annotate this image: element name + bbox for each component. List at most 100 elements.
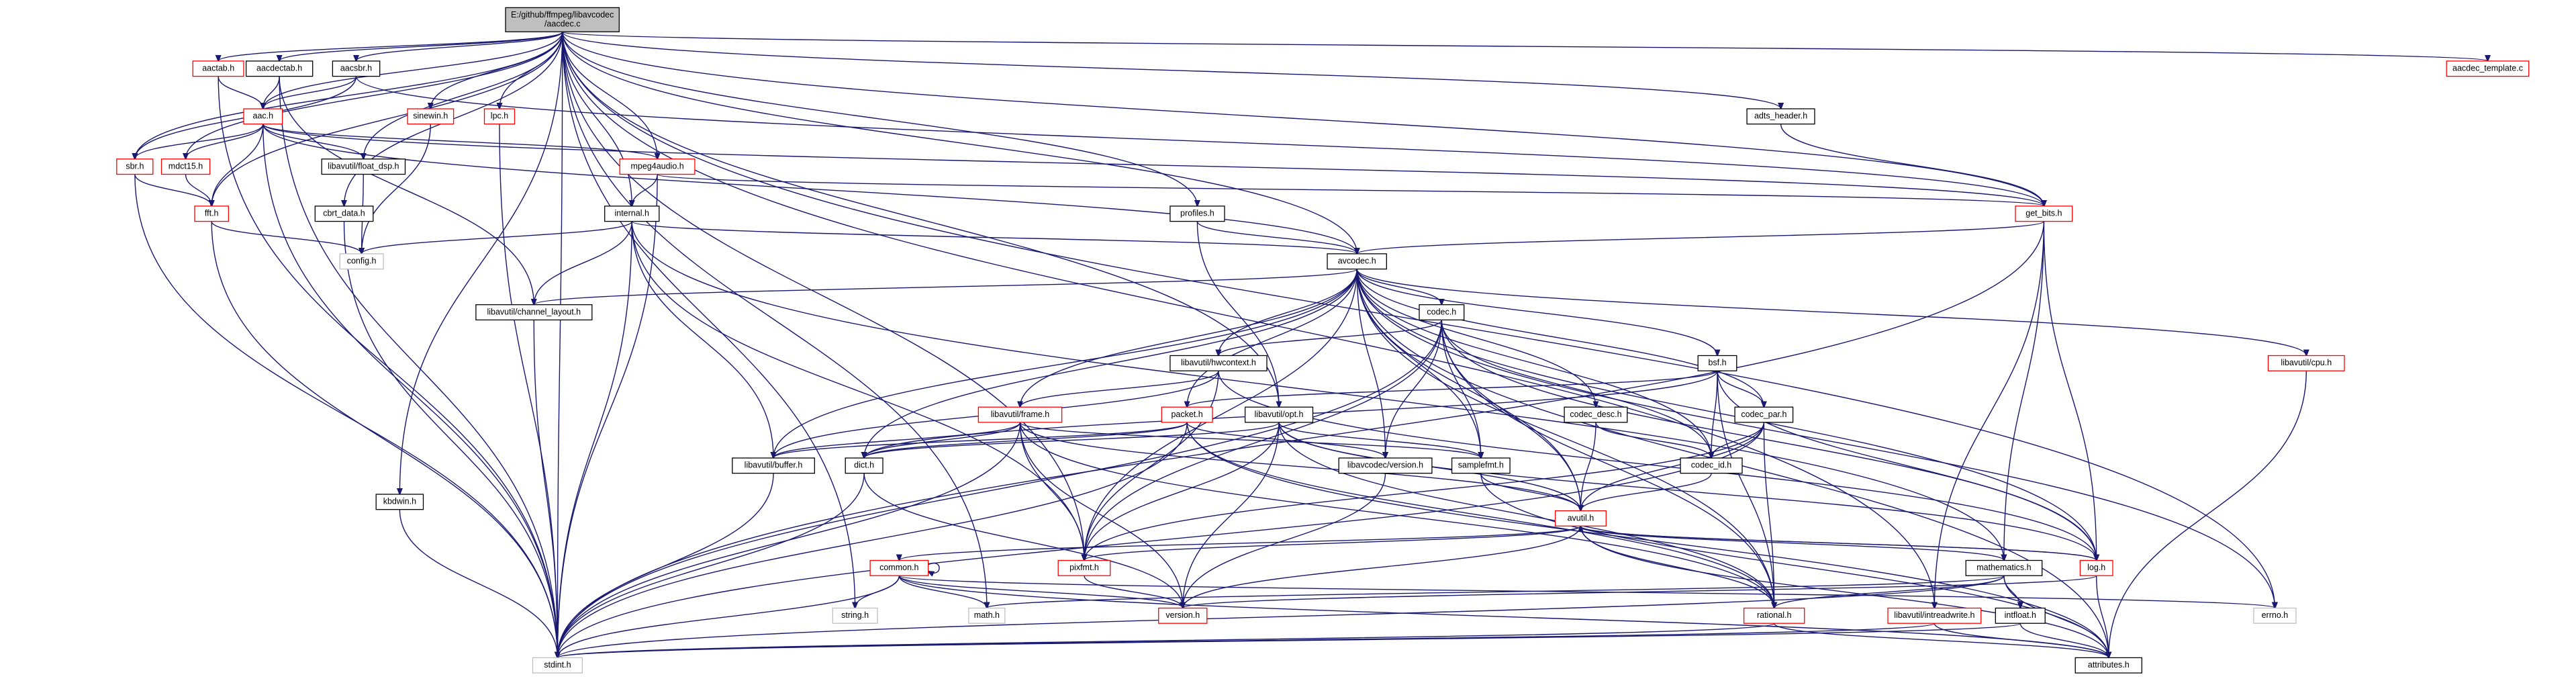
edge-packet-to-rational	[1186, 422, 1774, 608]
node-samplefmt[interactable]: samplefmt.h	[1451, 457, 1511, 474]
node-pixfmt[interactable]: pixfmt.h	[1057, 559, 1111, 576]
node-avcodec_version[interactable]: libavcodec/version.h	[1338, 457, 1433, 474]
node-intreadwrite[interactable]: libavutil/intreadwrite.h	[1887, 607, 1982, 624]
node-label-rational-0: rational.h	[1757, 610, 1791, 620]
node-box-intfloat	[1995, 607, 2046, 624]
node-packet[interactable]: packet.h	[1161, 406, 1213, 423]
edge-cbrt_data-to-stdint	[343, 221, 558, 658]
edge-aacsbr-to-get_bits	[355, 76, 2044, 206]
node-adts_header[interactable]: adts_header.h	[1746, 108, 1815, 125]
edge-avcodec-to-packet	[1187, 269, 1357, 408]
node-label-aacdec_template-0: aacdec_template.c	[2452, 64, 2523, 73]
edge-samplefmt-to-avutil	[1480, 473, 1581, 511]
edge-bsf-to-rational	[1717, 371, 1774, 608]
node-box-fft	[194, 205, 230, 222]
node-box-frame	[977, 406, 1063, 423]
node-label-dict-0: dict.h	[854, 461, 874, 470]
node-box-attributes	[2074, 657, 2142, 674]
edge-log-to-version	[1183, 575, 2097, 608]
node-intfloat[interactable]: intfloat.h	[1995, 607, 2046, 624]
node-label-math-0: math.h	[974, 610, 1000, 620]
node-box-mathematics	[1965, 559, 2043, 576]
node-string[interactable]: string.h	[832, 607, 878, 624]
edge-intfloat-to-attributes	[2019, 623, 2109, 657]
edge-avcodec-to-log	[1356, 269, 2097, 561]
node-sbr[interactable]: sbr.h	[116, 158, 154, 175]
node-config[interactable]: config.h	[339, 253, 384, 270]
node-cpu[interactable]: libavutil/cpu.h	[2267, 355, 2345, 371]
node-aac[interactable]: aac.h	[243, 108, 283, 125]
node-codec_par[interactable]: codec_par.h	[1734, 406, 1794, 423]
edge-adts_header-to-get_bits	[1780, 124, 2044, 206]
node-codec_id[interactable]: codec_id.h	[1680, 457, 1743, 474]
node-cbrt_data[interactable]: cbrt_data.h	[314, 205, 374, 222]
node-aactab[interactable]: aactab.h	[192, 60, 244, 77]
node-aacdectab[interactable]: aacdectab.h	[245, 60, 314, 77]
edge-root-to-fft	[211, 32, 563, 206]
edge-internal-to-avcodec	[631, 220, 1357, 254]
edge-get_bits-to-avcodec	[1357, 220, 2045, 254]
node-errno[interactable]: errno.h	[2253, 607, 2297, 624]
node-log[interactable]: log.h	[2079, 559, 2113, 576]
node-codec_desc[interactable]: codec_desc.h	[1564, 406, 1628, 423]
edge-internal-to-stdint	[557, 221, 632, 658]
node-stdint[interactable]: stdint.h	[532, 657, 583, 674]
edge-packet-to-stdint	[557, 422, 1188, 657]
node-internal[interactable]: internal.h	[604, 205, 660, 222]
node-dict[interactable]: dict.h	[845, 457, 884, 474]
edge-fft-to-config	[211, 221, 361, 254]
node-common[interactable]: common.h	[869, 559, 929, 576]
edge-avcodec-to-avcodec_version	[1356, 269, 1385, 458]
node-aacdec_template[interactable]: aacdec_template.c	[2446, 60, 2530, 77]
edge-avutil-to-pixfmt	[1084, 525, 1582, 560]
edge-dict-to-version	[863, 473, 1183, 608]
node-root[interactable]: E:/github/ffmpeg/libavcodec/aacdec.c	[505, 7, 620, 33]
node-mpeg4audio[interactable]: mpeg4audio.h	[619, 158, 696, 175]
edge-aactab-to-aac	[218, 76, 263, 109]
node-label-channel_layout-0: libavutil/channel_layout.h	[487, 307, 581, 316]
node-hwcontext[interactable]: libavutil/hwcontext.h	[1170, 355, 1268, 371]
node-kbdwin[interactable]: kbdwin.h	[375, 494, 424, 510]
node-label-buffer-0: libavutil/buffer.h	[745, 461, 803, 470]
node-opt[interactable]: libavutil/opt.h	[1244, 406, 1314, 423]
node-version[interactable]: version.h	[1158, 607, 1208, 624]
node-label-profiles-0: profiles.h	[1180, 209, 1214, 218]
node-sinewin[interactable]: sinewin.h	[407, 108, 455, 125]
node-mdct15[interactable]: mdct15.h	[160, 158, 211, 175]
node-profiles[interactable]: profiles.h	[1170, 205, 1225, 222]
node-codec[interactable]: codec.h	[1419, 304, 1465, 321]
node-bsf[interactable]: bsf.h	[1697, 355, 1737, 371]
node-label-adts_header-0: adts_header.h	[1754, 111, 1807, 121]
edge-codec-to-stdint	[557, 320, 1442, 658]
node-math[interactable]: math.h	[968, 607, 1006, 624]
node-label-float_dsp-0: libavutil/float_dsp.h	[328, 161, 399, 171]
edge-root-to-opt	[562, 32, 1279, 407]
node-lpc[interactable]: lpc.h	[483, 108, 516, 125]
edge-aac-to-mpeg4audio	[263, 124, 657, 159]
node-channel_layout[interactable]: libavutil/channel_layout.h	[475, 304, 593, 321]
node-box-config	[339, 253, 384, 270]
node-box-sinewin	[407, 108, 455, 125]
node-float_dsp[interactable]: libavutil/float_dsp.h	[321, 158, 406, 175]
node-frame[interactable]: libavutil/frame.h	[977, 406, 1063, 423]
edge-internal-to-config	[362, 220, 632, 254]
node-box-dict	[845, 457, 884, 474]
node-box-codec	[1419, 304, 1465, 321]
node-rational[interactable]: rational.h	[1743, 607, 1805, 624]
node-box-string	[832, 607, 878, 624]
node-get_bits[interactable]: get_bits.h	[2015, 205, 2073, 222]
node-box-version	[1158, 607, 1208, 624]
node-box-bsf	[1697, 355, 1737, 371]
node-aacsbr[interactable]: aacsbr.h	[332, 60, 381, 77]
node-fft[interactable]: fft.h	[194, 205, 230, 222]
node-mathematics[interactable]: mathematics.h	[1965, 559, 2043, 576]
node-box-errno	[2253, 607, 2297, 624]
node-label-fft-0: fft.h	[205, 209, 219, 218]
node-attributes[interactable]: attributes.h	[2074, 657, 2142, 674]
node-buffer[interactable]: libavutil/buffer.h	[732, 457, 815, 474]
node-label-pixfmt-0: pixfmt.h	[1069, 563, 1099, 572]
node-avutil[interactable]: avutil.h	[1554, 510, 1607, 526]
edge-frame-to-pixfmt	[1019, 422, 1085, 561]
node-avcodec[interactable]: avcodec.h	[1327, 253, 1387, 270]
edge-frame-to-rational	[1019, 422, 1774, 608]
